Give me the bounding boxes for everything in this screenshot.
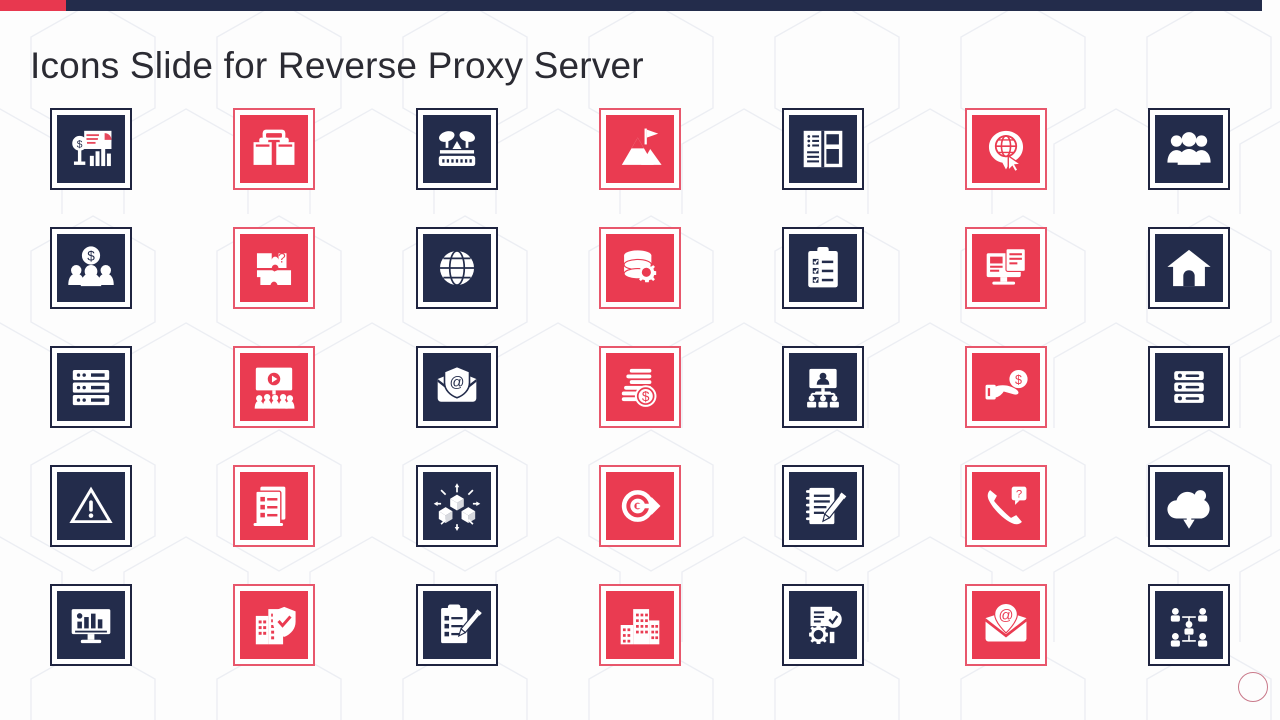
icon-cell-clipboard-pen[interactable] [416,584,499,666]
icon-grid: $ $? @ $ $? @ [0,108,1280,703]
icon-cell-org-chart-people[interactable] [1147,584,1230,666]
building-shield-icon [240,591,309,659]
monitor-chart-icon [57,591,126,659]
icon-cell-distributed-cubes[interactable] [416,465,499,547]
icon-cell-team-dollar[interactable]: $ [50,227,133,309]
svg-text:$: $ [77,139,83,150]
icon-cell-document-list[interactable] [233,465,316,547]
svg-text:?: ? [1016,488,1022,500]
icon-cell-cloud-transfer[interactable] [1147,465,1230,547]
org-chart-people-icon [1154,591,1223,659]
icon-cell-email-shield[interactable]: @ [416,346,499,428]
target-arrow-icon [605,472,674,540]
icon-cell-mountain-flag-goal[interactable] [598,108,681,190]
clipboard-pen-icon [423,591,492,659]
icon-cell-server-list[interactable] [1147,346,1230,428]
svg-text:$: $ [1015,373,1022,387]
report-analytics-icon: $ [57,115,126,183]
clipboard-checklist-icon [788,234,857,302]
top-accent-bar [0,0,1280,11]
icon-cell-database-gear[interactable] [598,227,681,309]
phone-support-question-icon: ? [971,472,1040,540]
envelope-location-icon: @ [971,591,1040,659]
user-group-icon [1154,115,1223,183]
icon-cell-phone-support-question[interactable]: ? [964,465,1047,547]
icon-cell-globe-pin-cursor[interactable] [964,108,1047,190]
distributed-cubes-icon [423,472,492,540]
city-buildings-icon [605,591,674,659]
top-accent-bar-tail [1262,0,1280,11]
globe-pin-cursor-icon [971,115,1040,183]
icon-cell-house-home[interactable] [1147,227,1230,309]
svg-text:?: ? [278,250,286,265]
icon-cell-envelope-location[interactable]: @ [964,584,1047,666]
icon-cell-hand-coin[interactable]: $ [964,346,1047,428]
icon-cell-globe-grid[interactable] [416,227,499,309]
briefcase-files-icon [240,115,309,183]
notepad-pencil-icon [788,472,857,540]
icon-cell-page-layout[interactable] [781,108,864,190]
email-shield-icon: @ [423,353,492,421]
page-layout-icon [788,115,857,183]
server-list-icon [1154,353,1223,421]
icon-cell-satellite-dish-network[interactable] [416,108,499,190]
server-rack-icon [57,353,126,421]
icon-cell-video-conference-team[interactable] [781,346,864,428]
icon-cell-server-rack[interactable] [50,346,133,428]
icon-cell-briefcase-files[interactable] [233,108,316,190]
database-gear-icon [605,234,674,302]
icon-cell-monitor-chart[interactable] [50,584,133,666]
icon-cell-document-gear-check[interactable] [781,584,864,666]
video-conference-team-icon [788,353,857,421]
svg-text:@: @ [998,608,1013,624]
icon-cell-warning-triangle[interactable] [50,465,133,547]
warning-triangle-icon [57,472,126,540]
svg-text:$: $ [642,389,650,404]
icon-cell-report-analytics[interactable]: $ [50,108,133,190]
page-title: Icons Slide for Reverse Proxy Server [30,44,644,86]
icon-cell-target-arrow[interactable] [598,465,681,547]
icon-cell-video-presentation[interactable] [233,346,316,428]
icon-cell-coins-stack-dollar[interactable]: $ [598,346,681,428]
icon-cell-building-shield[interactable] [233,584,316,666]
puzzle-pieces-icon: ? [240,234,309,302]
icon-cell-monitor-content[interactable] [964,227,1047,309]
svg-text:@: @ [450,375,465,391]
monitor-content-icon [971,234,1040,302]
icon-cell-clipboard-checklist[interactable] [781,227,864,309]
coins-stack-dollar-icon: $ [605,353,674,421]
top-accent-bar-red-segment [0,0,66,11]
icon-cell-city-buildings[interactable] [598,584,681,666]
svg-text:$: $ [88,249,96,264]
icon-cell-puzzle-pieces[interactable]: ? [233,227,316,309]
icon-cell-user-group[interactable] [1147,108,1230,190]
document-list-icon [240,472,309,540]
globe-grid-icon [423,234,492,302]
corner-circle-decoration [1238,672,1268,702]
satellite-dish-network-icon [423,115,492,183]
icon-cell-notepad-pencil[interactable] [781,465,864,547]
video-presentation-icon [240,353,309,421]
cloud-transfer-icon [1154,472,1223,540]
hand-coin-icon: $ [971,353,1040,421]
top-accent-bar-dark-segment [66,0,1262,11]
document-gear-check-icon [788,591,857,659]
mountain-flag-goal-icon [605,115,674,183]
team-dollar-icon: $ [57,234,126,302]
house-home-icon [1154,234,1223,302]
